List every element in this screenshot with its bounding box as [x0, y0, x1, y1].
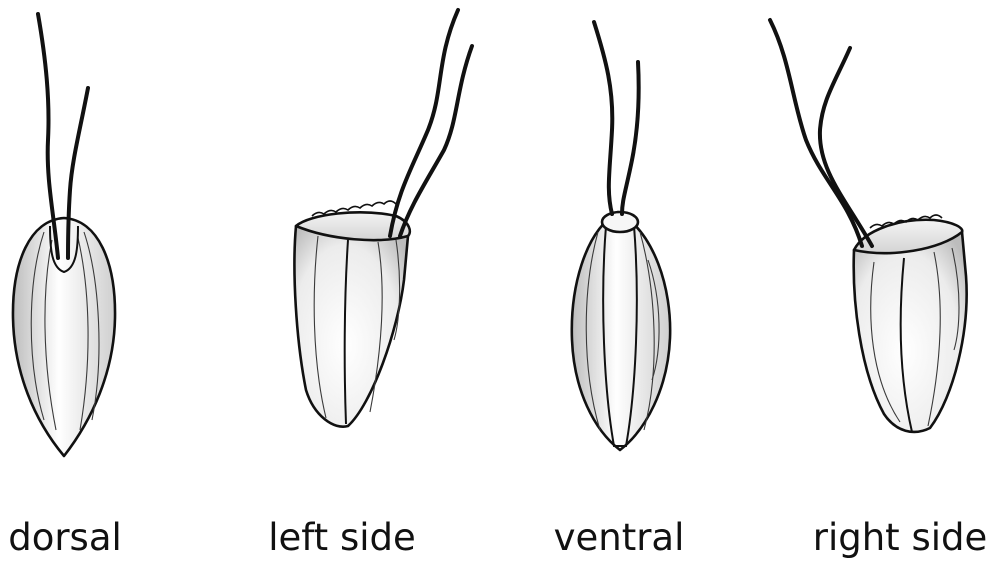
left-side-cell-body	[294, 223, 408, 427]
left-side-flagellum-short	[400, 46, 472, 236]
left-side-view	[294, 10, 472, 427]
right-side-flagellum-short	[820, 48, 872, 246]
ventral-view	[572, 22, 670, 450]
label-right-side: right side	[813, 518, 988, 558]
dorsal-cell-body	[13, 218, 115, 456]
label-dorsal: dorsal	[8, 518, 122, 558]
label-ventral: ventral	[554, 518, 685, 558]
ventral-flagellum-long	[594, 22, 612, 214]
dorsal-view	[13, 14, 115, 456]
label-left-side: left side	[268, 518, 416, 558]
ventral-apical-pore	[602, 212, 638, 232]
right-side-view	[770, 20, 967, 432]
left-side-flagellum-long	[390, 10, 458, 236]
right-side-cell-body	[854, 230, 967, 432]
ventral-flagellum-short	[622, 62, 639, 214]
